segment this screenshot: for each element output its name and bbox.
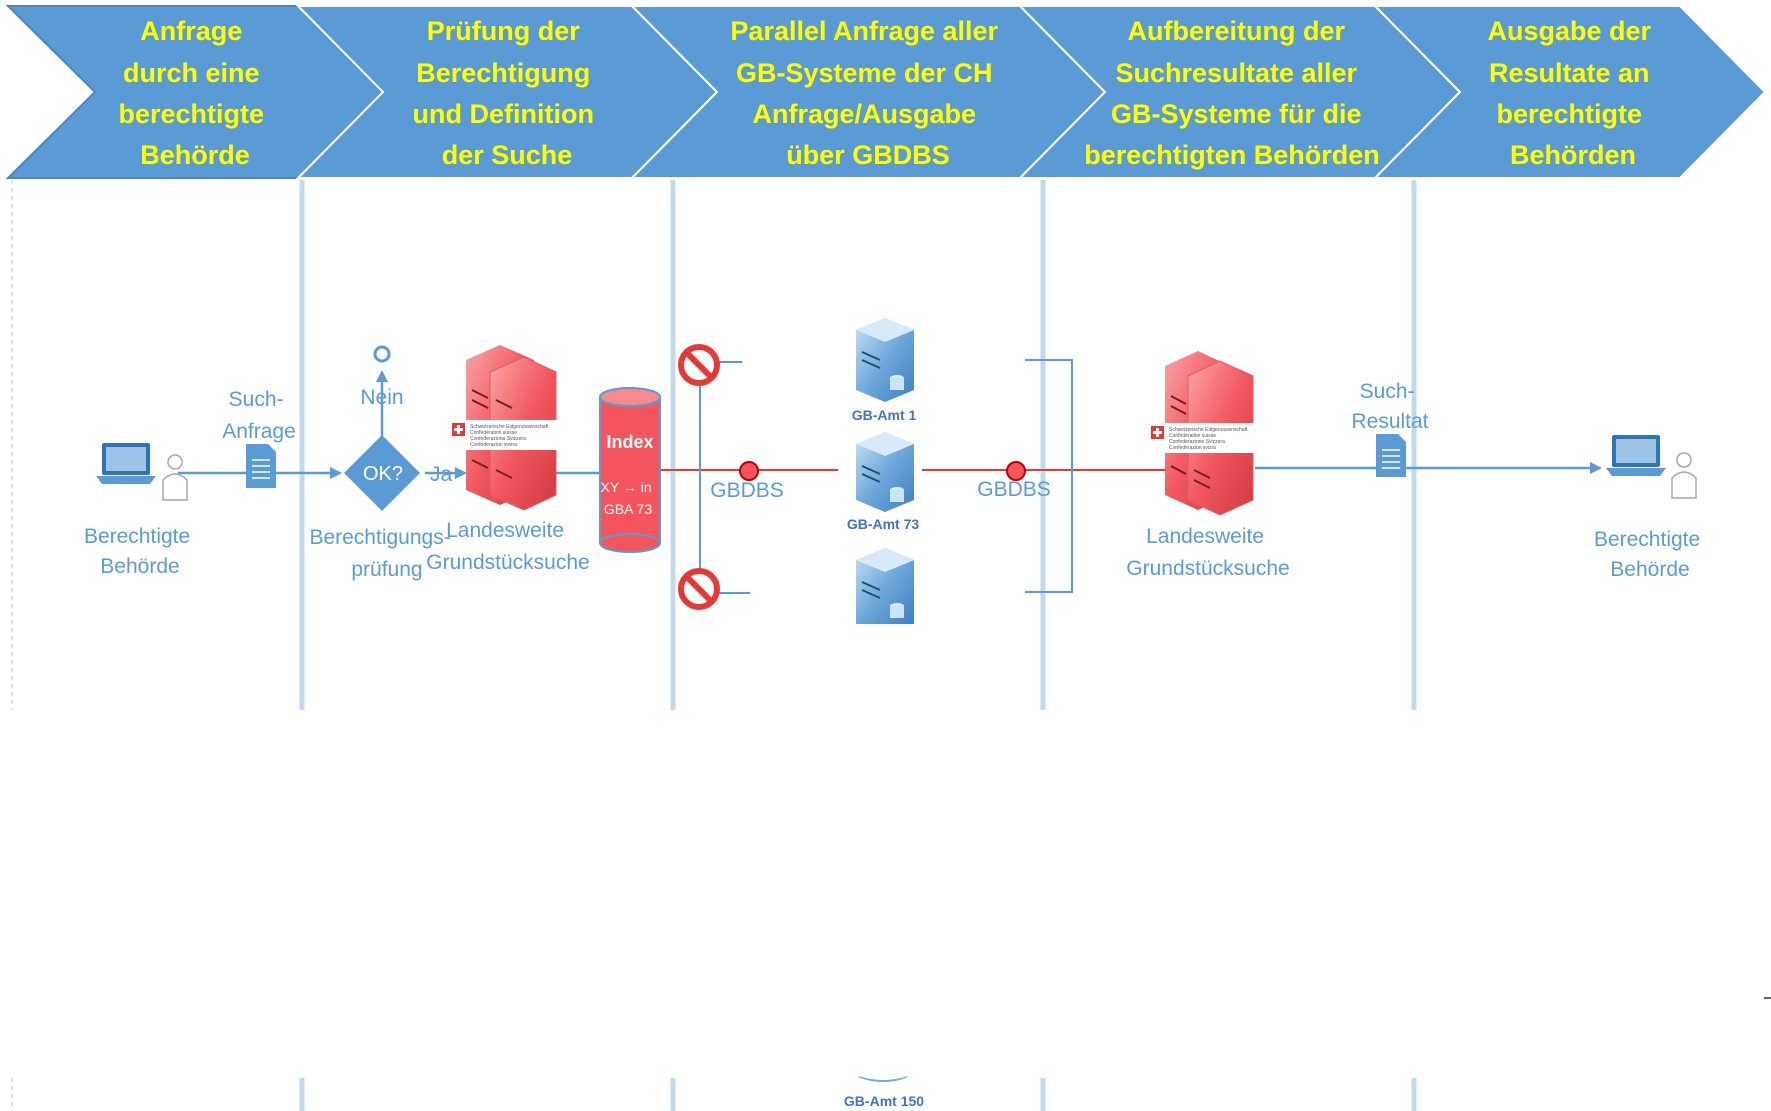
- amt150-label: GB-Amt 150: [844, 1093, 924, 1109]
- server-red-2: Schweizerische Eidgenossenschaft Confédé…: [1126, 351, 1290, 580]
- result-label: Such- Resultat: [1351, 380, 1428, 433]
- header-chevrons: Anfrage durch eine berechtigte Behörde P…: [5, 5, 1767, 179]
- server-amt-150: GB-Amt 150: [844, 1076, 924, 1109]
- request-document: Such- Anfrage: [222, 388, 296, 488]
- server-amt-150-partial: [856, 548, 914, 624]
- server1-label: Landesweite Grundstücksuche: [426, 519, 589, 574]
- laptop-icon: [1606, 435, 1666, 476]
- confederation-text: Schweizerische Eidgenossenschaft Confédé…: [1169, 427, 1249, 451]
- check-label: Berechtigungs- prüfung: [309, 526, 456, 581]
- ja-label: Ja: [430, 463, 453, 486]
- person-icon: [1671, 452, 1697, 499]
- header-1-text: Anfrage durch eine berechtigte Behörde: [118, 16, 271, 170]
- header-3-text: Parallel Anfrage aller GB-Systeme der CH…: [730, 16, 1005, 170]
- user-right: Berechtigte Behörde: [1594, 435, 1706, 581]
- confederation-text: Schweizerische Eidgenossenschaft Confédé…: [470, 424, 550, 448]
- header-chevron-5: [1372, 5, 1767, 179]
- server-amt-1: GB-Amt 1: [852, 318, 917, 423]
- header-2-text: Prüfung der Berechtigung und Definition …: [413, 16, 602, 170]
- laptop-icon: [96, 443, 156, 484]
- server2-label: Landesweite Grundstücksuche: [1126, 525, 1289, 580]
- confederation-logo: [449, 420, 567, 450]
- amt1-label: GB-Amt 1: [852, 407, 917, 423]
- user-left: Berechtigte Behörde: [84, 443, 196, 578]
- server-blue-icon: [856, 432, 914, 512]
- blocked-icon: [678, 344, 720, 386]
- gbdbs-left-label: GBDBS: [710, 479, 784, 502]
- user-left-label: Berechtigte Behörde: [84, 525, 196, 578]
- person-icon: [162, 454, 188, 501]
- result-document: Such- Resultat: [1351, 380, 1429, 477]
- end-node-icon: [373, 345, 391, 363]
- gbdbs-right-label: GBDBS: [977, 478, 1051, 501]
- interface-node-icon: [1006, 461, 1026, 481]
- ok-label: OK?: [363, 463, 403, 485]
- index-title: Index: [606, 432, 653, 452]
- interface-node-icon: [739, 461, 759, 481]
- nein-label: Nein: [360, 386, 403, 409]
- server-amt-73: GB-Amt 73: [847, 432, 920, 532]
- decision: Nein OK? Ja Berechtigungs- prüfung: [309, 345, 456, 581]
- header-4-text: Aufbereitung der Suchresultate aller GB-…: [1084, 16, 1380, 170]
- server-red-1: Schweizerische Eidgenossenschaft Confédé…: [426, 345, 590, 574]
- blocked-icon: [678, 568, 720, 610]
- gbdbs-interface-left: GBDBS: [710, 461, 784, 502]
- gbdbs-interface-right: GBDBS: [977, 461, 1051, 501]
- user-right-label: Berechtigte Behörde: [1594, 528, 1706, 581]
- server-blue-icon: [856, 318, 914, 402]
- decision-diamond: [344, 435, 420, 511]
- amt73-label: GB-Amt 73: [847, 516, 920, 532]
- index-body: XY → in GBA 73: [601, 479, 656, 517]
- flow-lines: [178, 359, 1602, 594]
- server-blue-icon: [856, 548, 914, 624]
- confederation-logo: [1148, 423, 1266, 453]
- header-5-text: Ausgabe der Resultate an berechtigte Beh…: [1487, 16, 1658, 170]
- request-label: Such- Anfrage: [222, 388, 296, 443]
- index-database: Index XY → in GBA 73: [599, 387, 661, 553]
- lane-separators: [11, 180, 1771, 1111]
